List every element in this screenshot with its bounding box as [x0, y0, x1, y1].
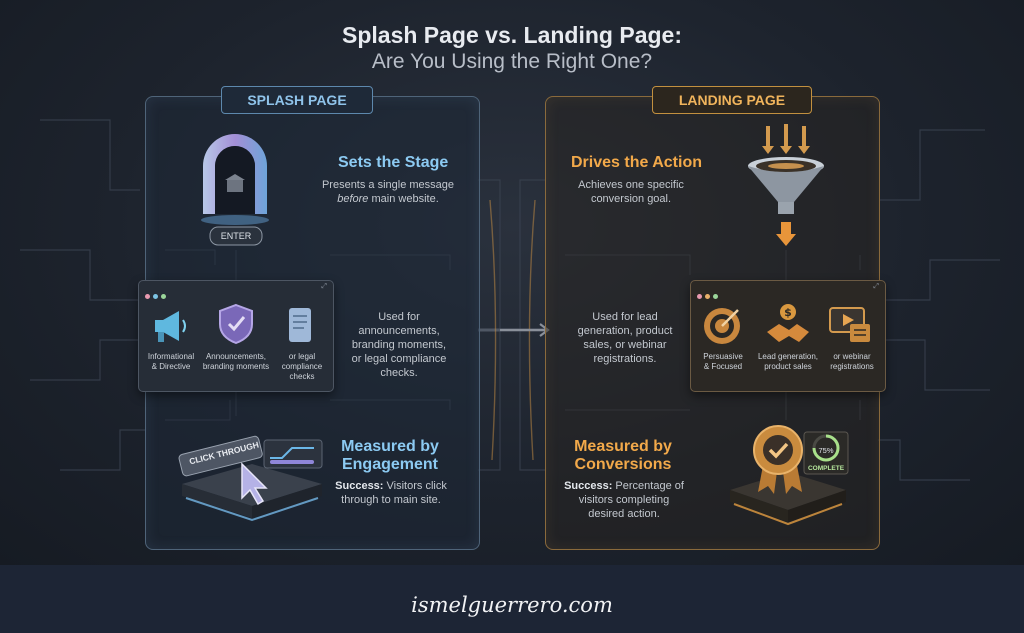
target-icon	[704, 308, 740, 344]
card-expand-icon: ⤢	[873, 283, 879, 290]
archway-icon	[201, 134, 269, 225]
award-platform	[730, 425, 849, 526]
page-subtitle: Are You Using the Right One?	[371, 50, 653, 73]
badge-percent: 75%	[818, 446, 834, 455]
footer-bar	[0, 565, 1024, 633]
enter-button[interactable]: ENTER	[220, 231, 252, 241]
card-expand-icon: ⤢	[321, 283, 327, 290]
footer-site-link[interactable]: ismelguerrero.com	[411, 593, 613, 617]
window-dots	[697, 286, 721, 304]
splash-heading-stage: Sets the Stage	[338, 154, 449, 171]
video-icon	[829, 307, 870, 342]
megaphone-icon	[155, 311, 186, 342]
infographic: Splash Page vs. Landing Page: Are You Us…	[0, 0, 1024, 565]
enter-button-shape	[209, 226, 263, 246]
splash-desc: Presents a single message before main we…	[321, 179, 455, 205]
splash-tab: SPLASH PAGE	[221, 86, 373, 114]
handshake-icon: $	[767, 304, 809, 342]
splash-cell-2-label: Announcements,branding moments	[202, 352, 270, 371]
svg-text:$: $	[784, 306, 792, 319]
cursor-icon	[241, 462, 268, 506]
page-title: Splash Page vs. Landing Page:	[342, 22, 682, 48]
landing-cell-2-label: Lead generation,product sales	[757, 352, 819, 371]
scroll-icon	[289, 308, 311, 342]
shield-icon	[219, 303, 253, 345]
landing-heading-action: Drives the Action	[571, 154, 702, 171]
funnel-icon	[748, 124, 824, 246]
landing-tab: LANDING PAGE	[652, 86, 812, 114]
badge-complete-label: COMPLETE	[807, 465, 845, 472]
splash-cell-1-label: Informational& Directive	[147, 352, 195, 371]
window-dots	[145, 286, 169, 304]
landing-cell-1-label: Persuasive& Focused	[703, 352, 743, 371]
click-through-platform	[178, 435, 323, 522]
connector-arrow-icon	[500, 323, 550, 337]
